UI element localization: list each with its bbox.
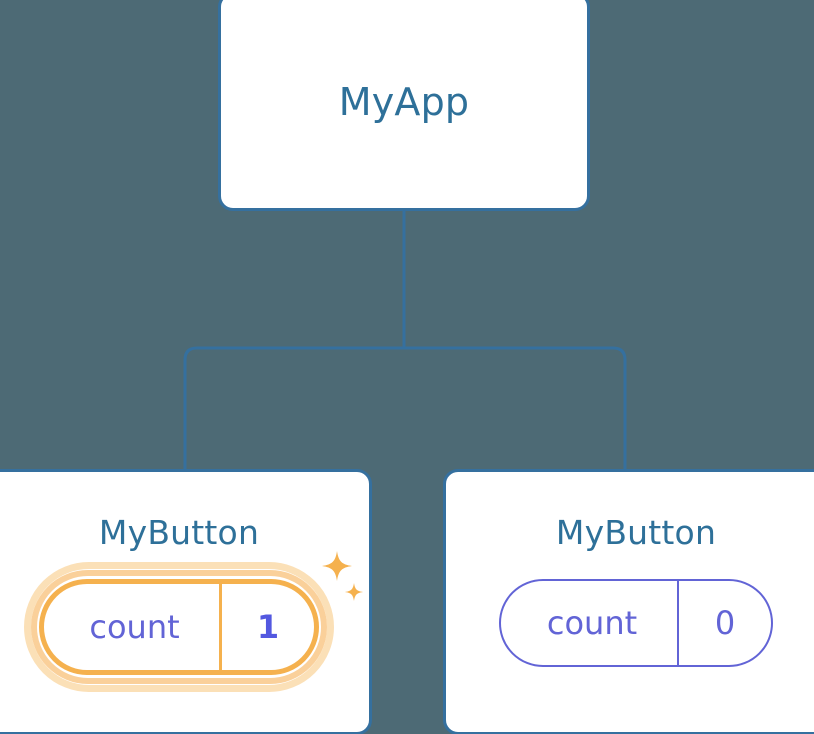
- node-mybutton-left-label: MyButton: [98, 513, 260, 552]
- node-myapp-label: MyApp: [338, 79, 470, 124]
- signal-name-label: count: [501, 581, 679, 665]
- node-mybutton-right-label: MyButton: [555, 513, 717, 552]
- signal-pill-left-wrapper: count 1: [24, 551, 363, 692]
- sparkle-group: [322, 551, 363, 601]
- node-mybutton-left[interactable]: MyButton count 1: [0, 469, 372, 734]
- signal-value-label: 0: [714, 604, 736, 642]
- node-mybutton-right[interactable]: MyButton count 0: [443, 469, 814, 734]
- signal-pill-right-wrapper: count 0: [499, 579, 773, 667]
- signal-pill-count-inactive[interactable]: count 0: [499, 579, 773, 667]
- node-myapp[interactable]: MyApp: [218, 0, 590, 211]
- signal-pill-count-active[interactable]: count 1: [39, 579, 319, 675]
- sparkle-large-icon: [322, 551, 352, 581]
- sparkle-small-icon: [345, 583, 363, 601]
- signal-name-label: count: [44, 584, 222, 670]
- signal-value-label: 1: [256, 608, 280, 646]
